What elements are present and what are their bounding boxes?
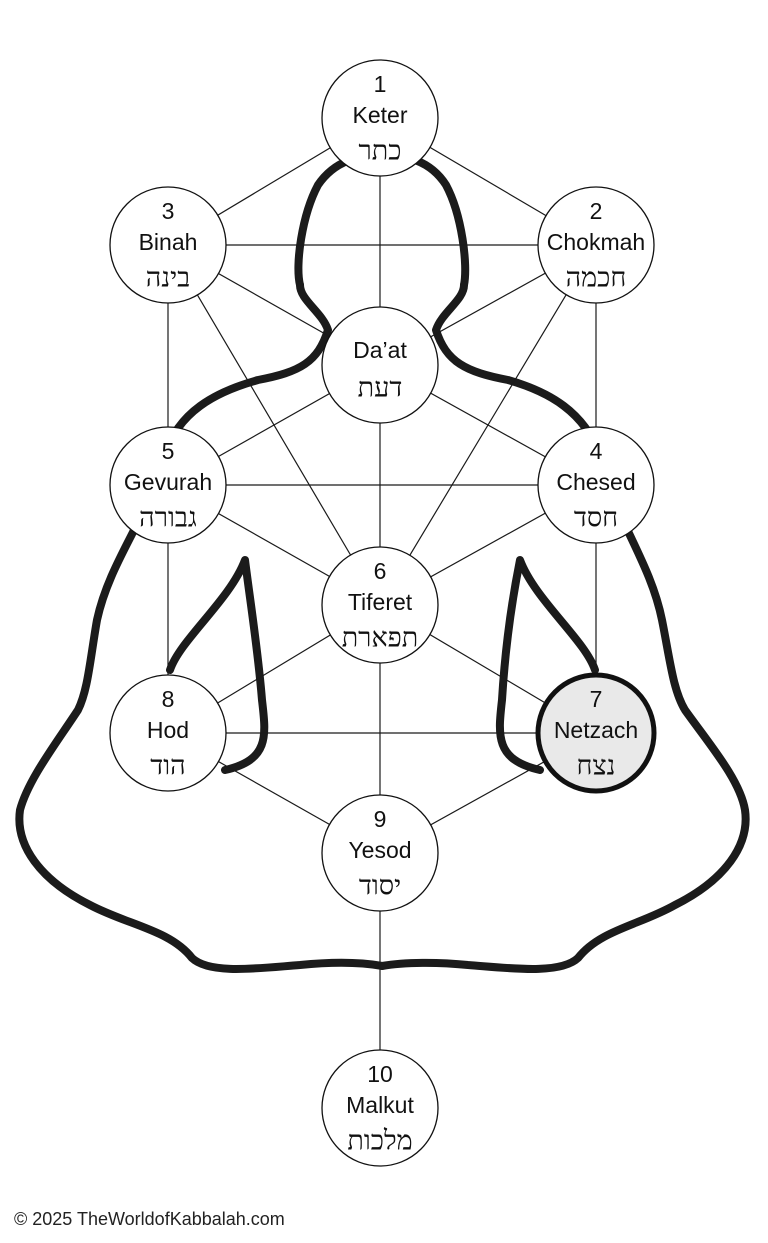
sefirah-gevurah-name: Gevurah (124, 469, 212, 495)
sefirah-keter-hebrew-name: כתר (359, 136, 402, 167)
sefirah-binah-circle (109, 186, 227, 304)
copyright-text: © 2025 TheWorldofKabbalah.com (14, 1209, 285, 1229)
sefirah-chokmah-hebrew-name: חכמה (566, 263, 627, 294)
sefirah-keter-circle (321, 59, 439, 177)
sefirah-keter-name: Keter (353, 102, 408, 128)
sefirah-chokmah-name: Chokmah (547, 229, 645, 255)
sefirah-chokmah-number: 2 (590, 198, 603, 224)
sefirah-netzach-name: Netzach (554, 717, 638, 743)
sefirah-chesed-number: 4 (590, 438, 603, 464)
sefirah-malkut-hebrew-name: מלכות (347, 1126, 412, 1157)
sefirah-malkut-number: 10 (367, 1061, 393, 1087)
sefirah-binah-name: Binah (139, 229, 198, 255)
sefirah-hod-name: Hod (147, 717, 189, 743)
sefirah-keter-number: 1 (374, 71, 387, 97)
sefirah-binah-number: 3 (162, 198, 175, 224)
sefirah-daat-name: Da’at (353, 337, 407, 363)
sefirah-daat-circle (321, 306, 439, 424)
sefirah-chokmah-circle (537, 186, 655, 304)
sefirah-tiferet-name: Tiferet (348, 589, 413, 615)
sefirah-netzach-number: 7 (590, 686, 603, 712)
sefirah-malkut-name: Malkut (346, 1092, 414, 1118)
sefirah-chesed-circle (537, 426, 655, 544)
sefirah-hod-circle (109, 674, 227, 792)
sefirah-gevurah-number: 5 (162, 438, 175, 464)
right-body-outline (378, 281, 750, 973)
sefirah-malkut-circle (321, 1049, 439, 1167)
sefirah-chesed-hebrew-name: חסד (574, 503, 618, 534)
sefirah-yesod-hebrew-name: יסוד (359, 871, 401, 902)
sefirah-netzach-hebrew-name: נצח (577, 751, 616, 782)
sefirah-yesod-circle (321, 794, 439, 912)
sefirah-tiferet-circle (321, 546, 439, 664)
sefirah-chesed-name: Chesed (556, 469, 635, 495)
sefirah-gevurah-circle (109, 426, 227, 544)
sefirah-netzach-circle (535, 672, 657, 794)
sefirah-yesod-number: 9 (374, 806, 387, 832)
sefirah-gevurah-hebrew-name: גבורה (139, 503, 197, 534)
sefirah-binah-hebrew-name: בינה (146, 263, 190, 294)
sefirah-tiferet-hebrew-name: תפארת (342, 623, 419, 654)
left-body-outline (15, 281, 386, 973)
left-forearm-outline (166, 556, 269, 774)
sefirah-daat: Da’at דעת (321, 306, 439, 424)
right-forearm-outline (495, 556, 599, 774)
sefirah-hod-hebrew-name: הוד (150, 751, 185, 782)
sefirah-yesod-name: Yesod (348, 837, 411, 863)
meditating-figure-silhouette (15, 151, 750, 973)
sefirah-daat-hebrew-name: דעת (358, 373, 403, 404)
sefirah-hod-number: 8 (162, 686, 175, 712)
sefirah-tiferet-number: 6 (374, 558, 387, 584)
